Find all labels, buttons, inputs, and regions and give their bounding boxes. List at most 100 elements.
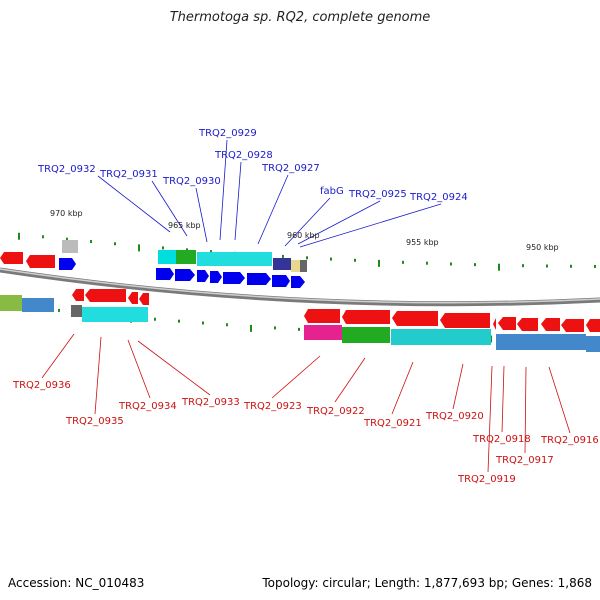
scale-label: 955 kbp xyxy=(406,238,439,247)
gene-arrow-forward xyxy=(210,271,222,283)
label-leader-line xyxy=(334,357,366,403)
scale-tick xyxy=(450,262,452,266)
gene-arrow-reverse xyxy=(517,318,538,331)
cog-block xyxy=(291,260,300,272)
label-leader-line xyxy=(94,336,102,415)
gene-arrow-reverse xyxy=(493,318,496,330)
gene-label-bottom[interactable]: TRQ2_0923 xyxy=(243,401,302,412)
cog-block xyxy=(22,298,54,312)
scale-tick xyxy=(210,250,212,254)
scale-tick xyxy=(274,326,276,330)
scale-tick xyxy=(186,248,188,252)
gene-arrow-reverse xyxy=(342,310,390,324)
label-leader-line xyxy=(97,175,171,233)
gene-label-top[interactable]: TRQ2_0924 xyxy=(409,192,468,203)
label-leader-line xyxy=(487,365,493,473)
label-leader-line xyxy=(127,339,151,399)
cog-block xyxy=(273,258,291,270)
gene-arrow-forward xyxy=(247,273,271,285)
scale-tick xyxy=(226,323,228,327)
gene-arrow-reverse xyxy=(392,311,438,326)
gene-label-bottom[interactable]: TRQ2_0916 xyxy=(540,435,599,446)
genome-backbone xyxy=(0,267,600,307)
label-leader-line xyxy=(452,363,464,410)
gene-label-bottom[interactable]: TRQ2_0933 xyxy=(181,397,240,408)
gene-label-bottom[interactable]: TRQ2_0917 xyxy=(495,455,554,466)
gene-arrow-reverse xyxy=(0,252,23,264)
scale-tick xyxy=(354,258,356,262)
cog-block xyxy=(176,250,196,264)
scale-tick xyxy=(58,308,60,312)
label-leader-line xyxy=(297,200,381,245)
cog-block xyxy=(197,252,272,266)
gene-arrow-forward xyxy=(59,258,76,270)
gene-label-top[interactable]: TRQ2_0932 xyxy=(37,164,96,175)
scale-tick xyxy=(138,244,140,252)
gene-arrow-reverse xyxy=(72,289,84,301)
scale-tick xyxy=(90,240,92,244)
gene-label-top[interactable]: TRQ2_0927 xyxy=(261,163,320,174)
label-leader-line xyxy=(299,203,442,248)
map-title: Thermotoga sp. RQ2, complete genome xyxy=(169,10,431,25)
gene-label-top[interactable]: TRQ2_0931 xyxy=(99,169,158,180)
gene-arrow-forward xyxy=(156,268,174,280)
gene-arrow-reverse xyxy=(26,255,55,268)
gene-label-top[interactable]: fabG xyxy=(320,186,344,197)
cog-block xyxy=(82,307,148,322)
gene-label-bottom[interactable]: TRQ2_0934 xyxy=(118,401,177,412)
gene-label-bottom[interactable]: TRQ2_0918 xyxy=(472,434,531,445)
scale-tick xyxy=(162,246,164,250)
scale-tick xyxy=(474,263,476,267)
label-leader-line xyxy=(548,366,571,434)
scale-label: 950 kbp xyxy=(526,243,559,252)
label-leader-line xyxy=(391,361,414,415)
label-leader-line xyxy=(151,180,188,237)
scale-label: 970 kbp xyxy=(50,209,83,218)
gene-label-bottom[interactable]: TRQ2_0920 xyxy=(425,411,484,422)
label-leader-line xyxy=(501,365,505,433)
cog-block xyxy=(391,329,491,345)
scale-tick xyxy=(546,264,548,268)
label-leader-line xyxy=(219,139,228,241)
scale-tick xyxy=(178,319,180,323)
gene-label-bottom[interactable]: TRQ2_0936 xyxy=(12,380,71,391)
gene-label-top[interactable]: TRQ2_0930 xyxy=(162,176,221,187)
genome-backbone-highlight xyxy=(0,268,600,304)
gene-arrow-reverse xyxy=(85,289,126,302)
accession-text: Accession: NC_010483 xyxy=(8,576,145,590)
scale-tick xyxy=(330,257,332,261)
gene-arrow-forward xyxy=(223,272,245,284)
cog-block xyxy=(304,325,342,340)
scale-tick xyxy=(250,324,252,332)
gene-label-top[interactable]: TRQ2_0925 xyxy=(348,189,407,200)
cog-block xyxy=(342,327,390,343)
gene-arrow-forward xyxy=(272,275,290,287)
gene-arrow-forward xyxy=(291,276,305,288)
label-leader-line xyxy=(195,187,208,243)
label-leader-line xyxy=(257,174,289,245)
label-leader-line xyxy=(524,366,527,454)
gene-label-top[interactable]: TRQ2_0928 xyxy=(214,150,273,161)
gene-arrow-reverse xyxy=(498,317,516,330)
gene-label-bottom[interactable]: TRQ2_0935 xyxy=(65,416,124,427)
gene-label-bottom[interactable]: TRQ2_0921 xyxy=(363,418,422,429)
scale-tick xyxy=(114,242,116,246)
gene-label-top[interactable]: TRQ2_0929 xyxy=(198,128,257,139)
gene-label-bottom[interactable]: TRQ2_0919 xyxy=(457,474,516,485)
genes-forward xyxy=(59,258,305,288)
gene-label-bottom[interactable]: TRQ2_0922 xyxy=(306,406,365,417)
scale-tick xyxy=(522,264,524,268)
gene-arrow-reverse xyxy=(440,313,490,328)
scale-tick xyxy=(378,259,380,267)
gene-arrow-forward xyxy=(175,269,195,281)
scale-tick xyxy=(18,232,20,240)
scale-tick xyxy=(498,263,500,271)
scale-tick xyxy=(306,256,308,260)
label-leader-line xyxy=(137,340,211,396)
scale-tick xyxy=(282,254,284,258)
genes-reverse xyxy=(0,252,600,332)
label-leader-line xyxy=(284,197,331,247)
